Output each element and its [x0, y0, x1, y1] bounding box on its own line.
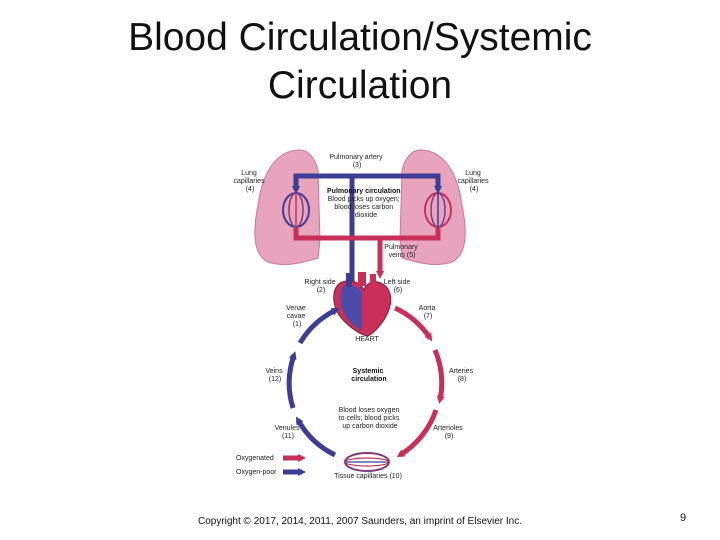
label-lung-capillaries-right: Lung capillaries (4) [457, 170, 490, 193]
legend-oxygenated-label: Oxygenated [236, 455, 274, 462]
page-number: 9 [680, 512, 687, 524]
label-lung-capillaries-left: Lung capillaries (4) [233, 170, 266, 193]
label-pulmonary-circulation: Pulmonary circulation Blood picks up oxy… [327, 180, 405, 219]
venae-cavae-path [297, 307, 340, 345]
label-aorta: Aorta (7) [419, 305, 438, 320]
label-left-side: Left side (6) [384, 279, 412, 294]
slide-title-line1: Blood Circulation/Systemic [128, 16, 592, 59]
arteries-path [432, 349, 445, 404]
pulmonary-artery-path [292, 173, 355, 285]
label-right-side: Right side (2) [304, 279, 337, 294]
label-pulmonary-artery: Pulmonary artery (3) [329, 154, 384, 169]
label-tissue-exchange: Blood loses oxygen to cells; blood picks… [339, 407, 402, 430]
label-tissue-capillaries: Tissue capillaries (10) [334, 473, 402, 480]
label-systemic-circulation: Systemic circulation [351, 368, 386, 383]
label-venae-cavae: Venae cavae (1) [286, 305, 308, 328]
slide-title-line2: Circulation [267, 64, 453, 107]
left-lung [254, 149, 321, 265]
pulmonary-veins-path [293, 228, 384, 279]
copyright-text: Copyright © 2017, 2014, 2011, 2007 Saund… [197, 516, 523, 527]
label-venules: Venules (11) [275, 425, 302, 440]
label-arteries: Arteries (8) [449, 368, 475, 383]
aorta-path [393, 305, 433, 342]
label-pulmonary-veins: Pulmonary veins (5) [384, 244, 419, 259]
pulmonary-artery-path-right [352, 173, 442, 194]
heart-icon [333, 272, 392, 337]
label-heart: HEART [355, 336, 379, 343]
slide-title: Blood Circulation/Systemic Circulation [0, 14, 720, 110]
legend-oxygen-poor-label: Oxygen-poor [236, 469, 277, 476]
venules-path [295, 416, 337, 458]
label-veins: Veins (12) [265, 368, 284, 383]
pulmonary-veins-path-right [380, 228, 441, 241]
veins-path [286, 351, 297, 409]
tissue-capillary-bed [344, 452, 390, 472]
copyright-notice: Copyright © 2017, 2014, 2011, 2007 Saund… [0, 516, 720, 527]
label-arterioles: Arterioles (9) [433, 425, 465, 440]
arterioles-path [396, 409, 439, 458]
